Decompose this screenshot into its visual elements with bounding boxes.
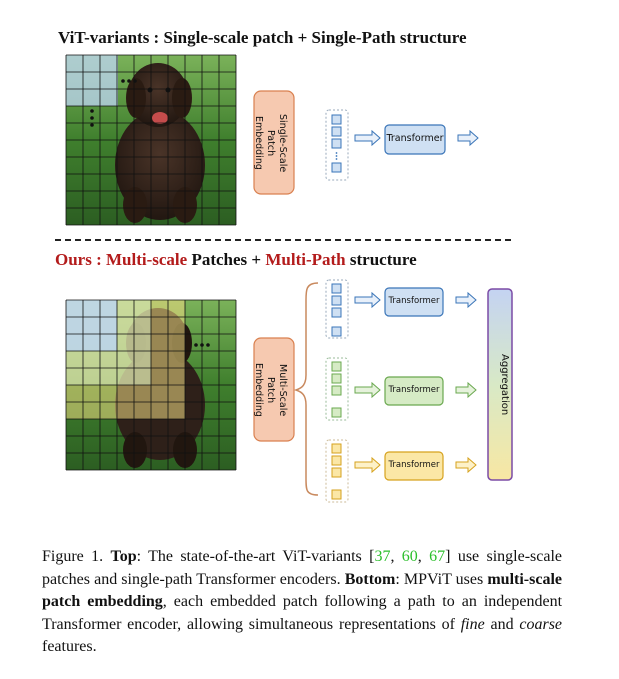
caption-text: , — [390, 548, 402, 565]
arrow-yellow-1 — [354, 456, 381, 474]
transformer-box-green — [384, 376, 444, 406]
caption-text: , each embedded patch following a path t… — [42, 593, 563, 633]
arrow-top-1 — [354, 129, 381, 147]
caption-text: features. — [42, 638, 97, 655]
caption-coarse: coarse — [519, 615, 563, 633]
citation-link[interactable]: 67 — [429, 548, 446, 565]
figure-caption: Figure 1. Top: The state-of-the-art ViT-… — [42, 546, 562, 659]
ellipsis-dots-bottom — [194, 343, 210, 347]
transformer-label-green: Transformer — [388, 385, 440, 395]
transformer-box-blue — [384, 287, 444, 317]
arrow-blue-1 — [354, 291, 381, 309]
caption-text: ] use single-scale patches and single-pa… — [42, 548, 563, 588]
blue-patch-overlay — [66, 55, 118, 106]
aggregation-label: Aggregation — [499, 354, 510, 416]
transformer-label-yellow: Transformer — [388, 460, 440, 470]
transformer-label-blue: Transformer — [388, 296, 440, 306]
bottom-heading: Ours : Multi-scale Patches + Multi-Path … — [55, 250, 417, 270]
heading-multi-scale: Multi-scale — [106, 250, 188, 269]
token-column-yellow — [331, 443, 342, 500]
token-column-blue — [331, 283, 342, 337]
heading-ours: Ours : — [55, 250, 106, 269]
heading-structure: structure — [345, 250, 417, 269]
aggregation-box — [487, 288, 513, 481]
caption-bold-mspe: multi-scale patch embedding — [42, 570, 562, 611]
section-divider — [55, 239, 511, 241]
branch-brace — [293, 282, 319, 496]
top-diagram — [65, 54, 479, 226]
caption-text: , — [417, 548, 430, 565]
patch-grid-bottom — [65, 299, 237, 471]
arrow-green-1 — [354, 381, 381, 399]
caption-bottom-bold: Bottom — [344, 570, 396, 588]
arrow-green-2 — [455, 381, 477, 399]
patch-grid-top — [65, 54, 237, 226]
transformer-box-top — [384, 124, 446, 155]
bottom-diagram — [65, 279, 513, 503]
ellipsis-dots-top — [90, 79, 137, 127]
arrow-top-2 — [457, 129, 479, 147]
caption-text: : MPViT uses — [395, 570, 488, 588]
multi-scale-embed-box — [253, 337, 295, 442]
transformer-box-yellow — [384, 451, 444, 481]
heading-patches: Patches + — [187, 250, 266, 269]
caption-fine: fine — [460, 615, 485, 633]
caption-top-bold: Top — [110, 548, 137, 565]
multi-scale-embed-label: Multi-Scale Patch Embedding — [253, 363, 288, 417]
single-scale-embed-box — [253, 90, 295, 195]
single-scale-embed-label: Single-Scale Patch Embedding — [253, 113, 288, 173]
token-column-green — [331, 361, 342, 418]
top-heading: ViT-variants : Single-scale patch + Sing… — [58, 28, 467, 47]
token-column-top — [331, 114, 342, 173]
caption-text: and — [484, 615, 520, 633]
caption-figure-label: Figure 1. — [42, 548, 104, 565]
caption-text: : The state-of-the-art ViT-variants [ — [136, 548, 375, 565]
transformer-label-top: Transformer — [386, 133, 444, 144]
citation-link[interactable]: 37 — [374, 548, 391, 565]
arrow-blue-2 — [455, 291, 477, 309]
citation-link[interactable]: 60 — [401, 548, 418, 565]
arrow-yellow-2 — [455, 456, 477, 474]
heading-multi-path: Multi-Path — [265, 250, 346, 269]
